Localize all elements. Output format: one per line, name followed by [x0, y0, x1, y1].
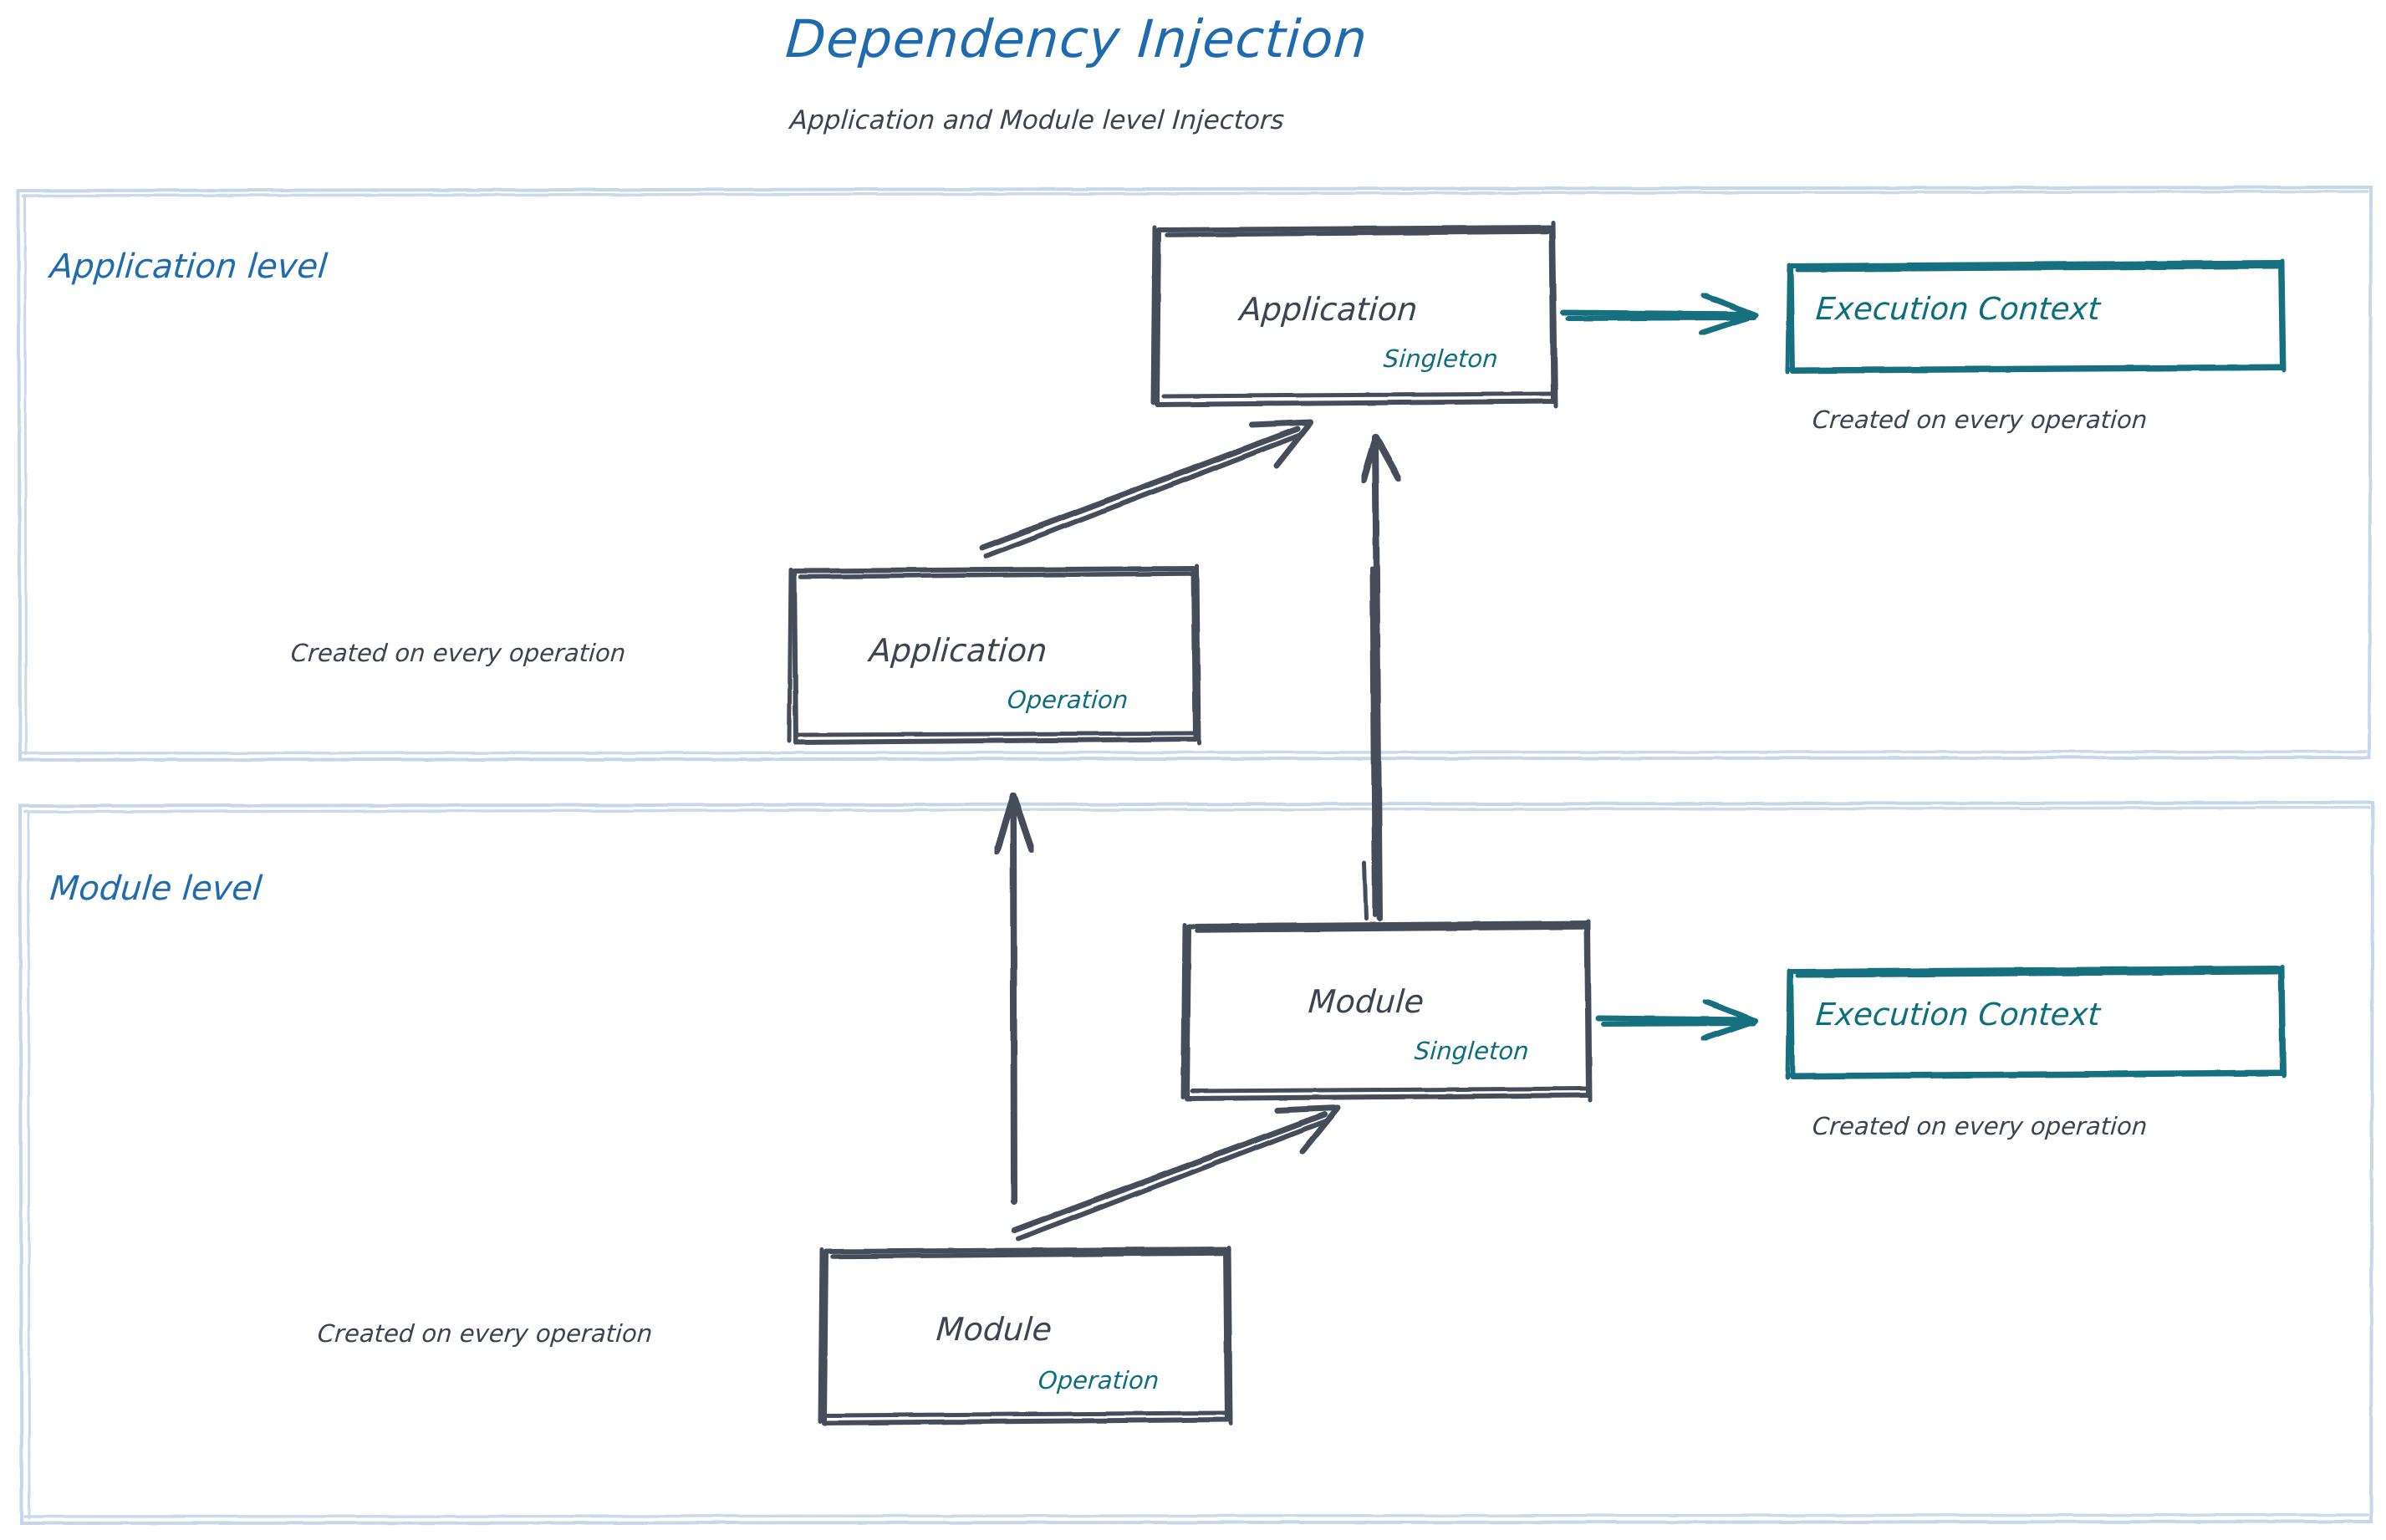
note-module-operation: Created on every operation: [316, 1319, 654, 1348]
node-label-application-execution-context: Execution Context: [1814, 291, 2102, 327]
module-level-container: [18, 800, 2375, 1526]
page-subtitle: Application and Module level Injectors: [788, 105, 1286, 135]
node-scope-module-singleton: Singleton: [1413, 1037, 1530, 1065]
page-title: Dependency Injection: [783, 8, 1370, 69]
node-label-application-singleton: Application: [1238, 291, 1419, 328]
note-application-execution-context: Created on every operation: [1811, 405, 2149, 434]
edge-app-operation-to-app-singleton: [979, 419, 1314, 558]
node-label-module-singleton: Module: [1307, 983, 1425, 1020]
application-level-container: [16, 185, 2373, 762]
edge-app-singleton-to-app-ec: [1560, 292, 1759, 336]
node-scope-application-singleton: Singleton: [1382, 344, 1499, 373]
edge-module-operation-to-app-operation: [993, 793, 1035, 1205]
note-module-execution-context: Created on every operation: [1811, 1112, 2149, 1140]
node-label-module-execution-context: Execution Context: [1814, 997, 2102, 1033]
edge-module-operation-to-module-singleton: [1011, 1104, 1341, 1242]
node-label-module-operation: Module: [935, 1311, 1053, 1348]
section-title-module-level: Module level: [48, 869, 264, 908]
node-scope-application-operation: Operation: [1006, 686, 1129, 714]
edge-module-singleton-to-module-ec: [1595, 998, 1759, 1042]
node-scope-module-operation: Operation: [1037, 1366, 1160, 1395]
node-label-application-operation: Application: [868, 632, 1048, 669]
note-application-operation: Created on every operation: [289, 639, 627, 667]
edge-module-singleton-to-app-singleton: [1360, 434, 1402, 921]
section-title-application-level: Application level: [48, 247, 329, 286]
